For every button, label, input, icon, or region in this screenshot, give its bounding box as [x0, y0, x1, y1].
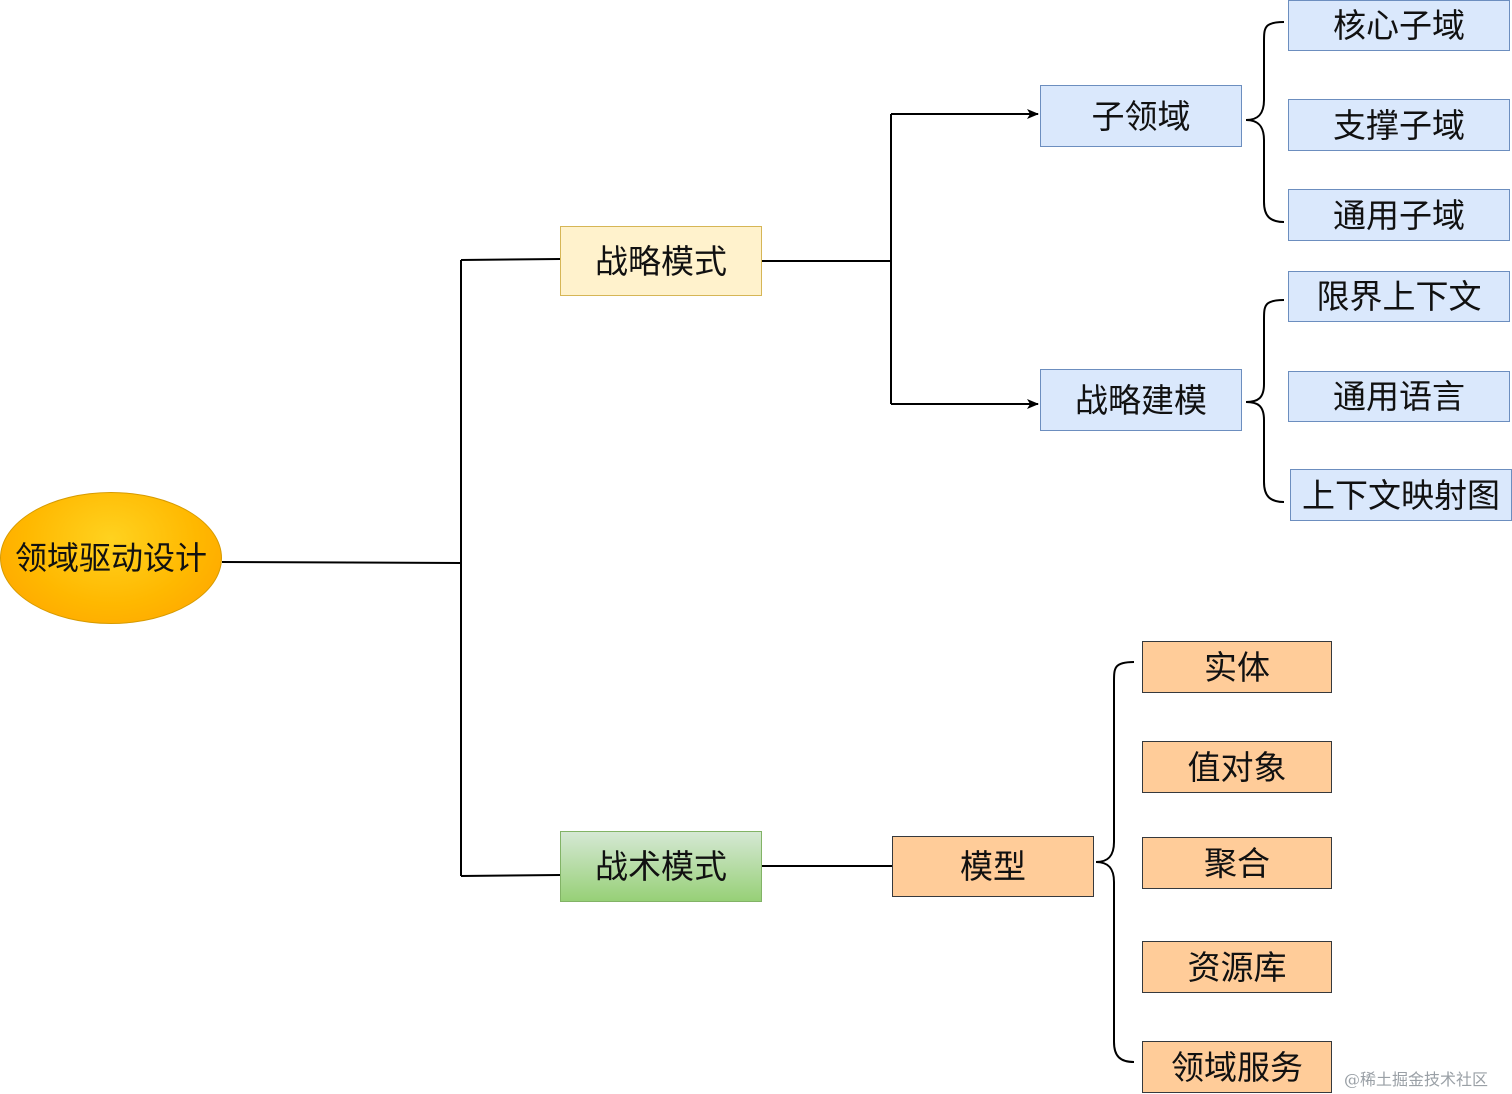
node-strategic-patterns: 战略模式	[560, 226, 762, 296]
node-domain-service: 领域服务	[1142, 1041, 1332, 1093]
node-entity: 实体	[1142, 641, 1332, 693]
node-generic-subdomain: 通用子域	[1288, 189, 1510, 241]
node-aggregate: 聚合	[1142, 837, 1332, 889]
brace-subdomain	[1245, 21, 1285, 223]
node-core-subdomain: 核心子域	[1288, 0, 1510, 51]
node-root: 领域驱动设计	[0, 492, 222, 624]
edge-to-tactical	[460, 874, 561, 877]
node-ubiquitous-language: 通用语言	[1288, 371, 1510, 422]
watermark: @稀土掘金技术社区	[1344, 1070, 1489, 1089]
brace-modeling	[1245, 299, 1285, 503]
node-value-object: 值对象	[1142, 741, 1332, 793]
node-repository: 资源库	[1142, 941, 1332, 993]
node-tactical-patterns: 战术模式	[560, 831, 762, 902]
node-context-map: 上下文映射图	[1290, 469, 1512, 521]
node-subdomain: 子领域	[1040, 85, 1242, 147]
node-model: 模型	[892, 836, 1094, 897]
brace-model	[1095, 661, 1135, 1063]
edge-root-trunk	[221, 561, 462, 564]
edge-to-strategic	[460, 258, 561, 261]
node-bounded-context: 限界上下文	[1288, 271, 1510, 322]
node-supporting-subdomain: 支撑子域	[1288, 99, 1510, 151]
node-strategic-modeling: 战略建模	[1040, 369, 1242, 431]
